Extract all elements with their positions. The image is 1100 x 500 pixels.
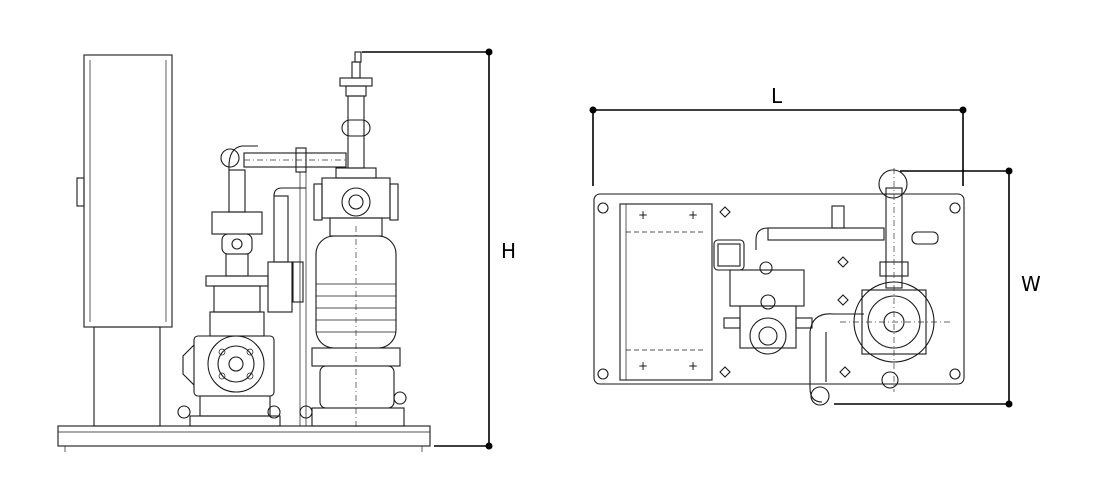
jockey-pump (177, 145, 281, 427)
plan-main-pump (840, 168, 950, 392)
pressure-tank (267, 187, 306, 313)
svg-text:+: + (638, 208, 648, 222)
plan-cabinet: + + + + (619, 203, 713, 381)
plan-base-plate (593, 193, 965, 385)
width-label: W (1021, 272, 1041, 296)
height-dimension: H (362, 48, 516, 450)
plan-view: + + + + (593, 168, 965, 406)
svg-text:+: + (638, 359, 648, 373)
main-pump (299, 51, 407, 430)
height-label: H (501, 239, 516, 263)
width-dimension: W (834, 167, 1041, 408)
svg-text:+: + (688, 208, 698, 222)
plan-suction-elbow (809, 313, 864, 406)
svg-text:+: + (688, 359, 698, 373)
length-dimension: L (589, 84, 967, 186)
anchor-markers (719, 206, 851, 378)
control-cabinet (76, 54, 173, 427)
plan-header-pipe (755, 205, 939, 250)
base-plate (57, 425, 431, 452)
plan-jockey-pump (713, 239, 813, 355)
side-elevation-view (57, 51, 431, 452)
length-label: L (771, 84, 783, 108)
discharge-header (243, 147, 347, 173)
corner-bolts (597, 202, 961, 380)
